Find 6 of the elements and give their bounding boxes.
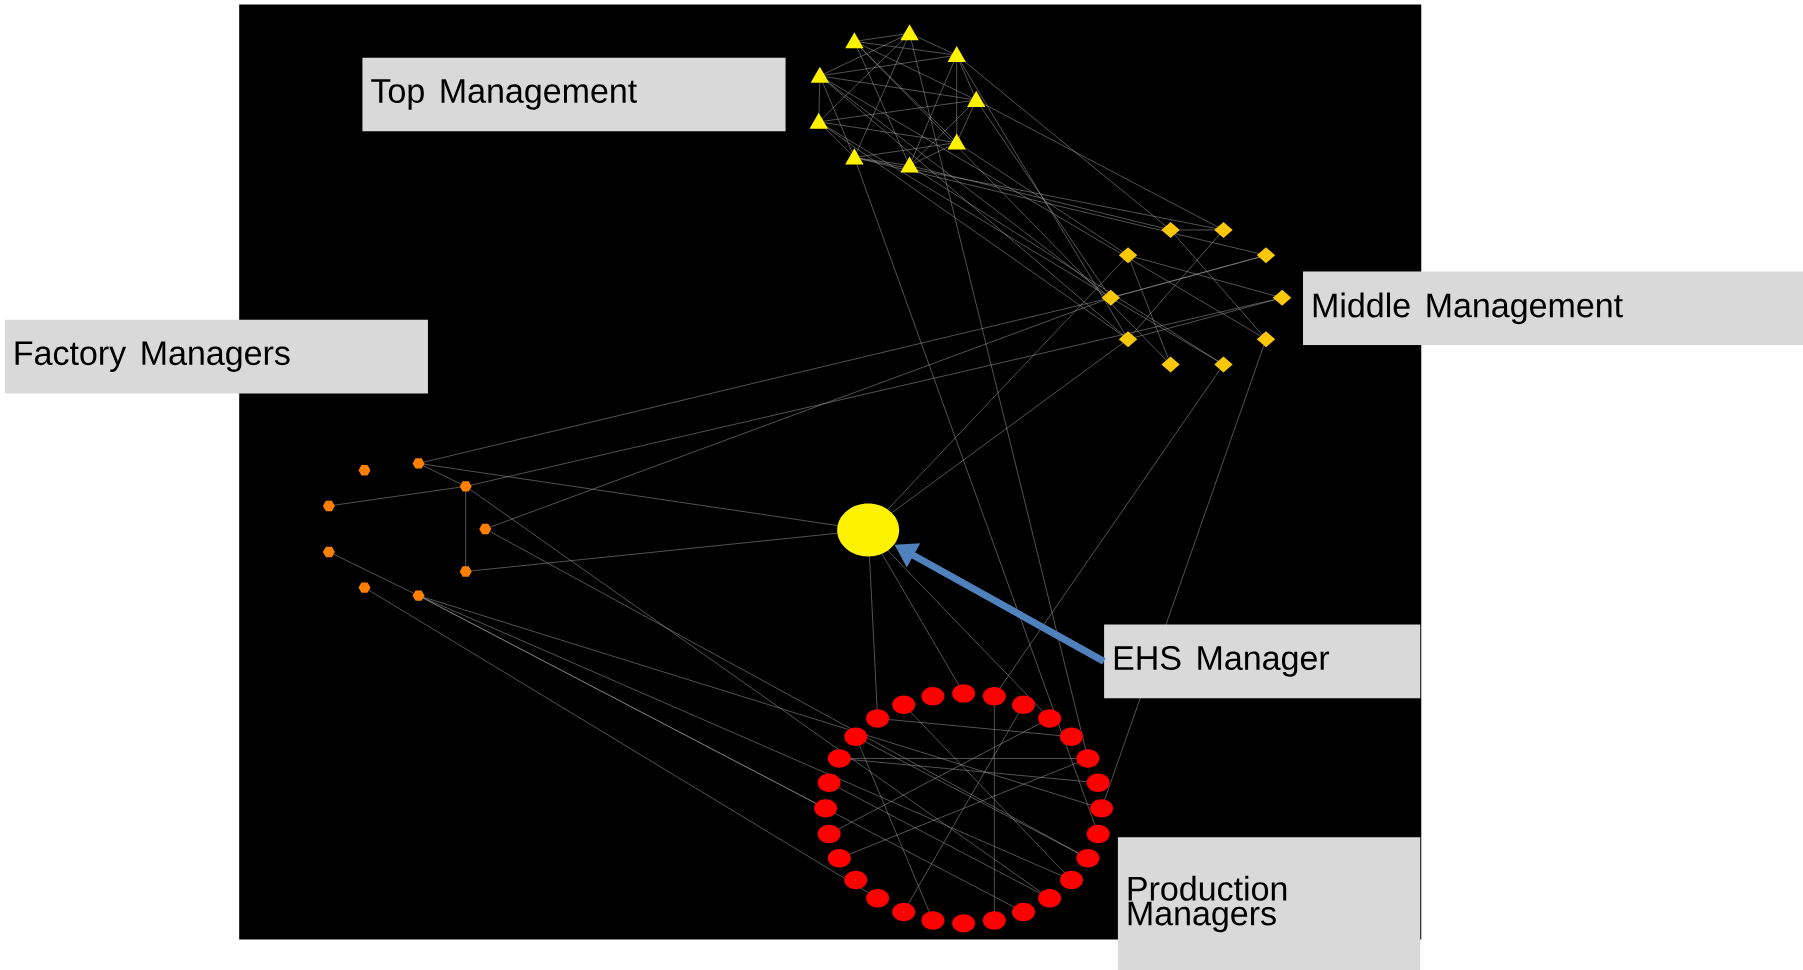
label-box: Middle Management [1303,271,1803,345]
label-box: Top Management [362,57,786,132]
label-box: Production Managers [1117,837,1421,970]
ehs-node [837,503,900,557]
label-box: EHS Manager [1104,624,1421,698]
label-box: Factory Managers [4,319,428,394]
